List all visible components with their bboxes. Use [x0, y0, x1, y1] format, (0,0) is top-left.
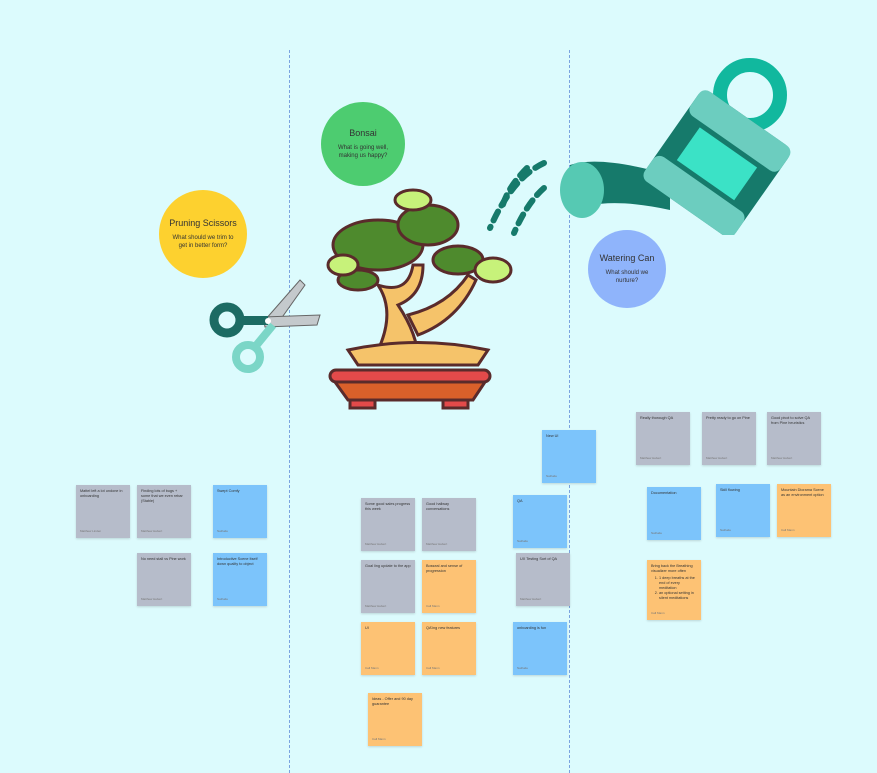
watering-title: Watering Can: [599, 253, 655, 263]
sticky-author: Matthew Hebert: [520, 597, 542, 601]
sticky-author: Nathalie: [517, 539, 529, 543]
bonsai-tree-icon[interactable]: [318, 185, 518, 413]
bonsai-title: Bonsai: [349, 128, 377, 138]
sticky-author: Nathalie: [517, 666, 529, 670]
sticky-text: New UI: [546, 434, 559, 438]
sticky-text: QA'ing new features: [426, 626, 461, 630]
sticky-author: Call Mann: [365, 666, 379, 670]
sticky-text: Documentation: [651, 491, 677, 495]
bonsai-subtitle: What is going well, making us happy?: [337, 145, 388, 159]
sticky-author: Call Mann: [426, 666, 440, 670]
water-drops-icon: [487, 160, 547, 236]
sticky-author: Matthew Hebert: [426, 542, 448, 546]
sticky-author: Matthew Hebert: [640, 456, 662, 460]
sticky-text: Swept Comfy: [217, 489, 240, 493]
sticky-text: UX Testing Sort of QA: [520, 557, 558, 561]
sticky-text: QA: [517, 499, 523, 503]
sticky-text: Pretty ready to go on Pine: [706, 416, 750, 420]
watering-can-icon[interactable]: [560, 45, 800, 235]
sticky-author: Nathalie: [651, 531, 663, 535]
sticky-author: Nathalie: [217, 529, 229, 533]
sticky-text: Ideas - Offer and 90 day guarantee: [372, 697, 413, 706]
watering-subtitle: What should we nurture?: [605, 270, 649, 284]
sticky-note[interactable]: QA Nathalie: [513, 495, 567, 548]
sticky-text: Mountain Diorama Scene as an environment…: [781, 488, 824, 497]
sticky-author: Call Mann: [651, 611, 665, 615]
sticky-text: Mattel left a lot undone in onboarding: [80, 489, 123, 498]
sticky-note[interactable]: Good pivot to solve QA from Pine heurist…: [767, 412, 821, 465]
sticky-author: Nathalie: [546, 474, 558, 478]
sticky-author: Matthew Hebert: [365, 542, 387, 546]
sticky-note[interactable]: UX Testing Sort of QA Matthew Hebert: [516, 553, 570, 606]
sticky-text: Really thorough QA: [640, 416, 674, 420]
sticky-note[interactable]: Really thorough QA Matthew Hebert: [636, 412, 690, 465]
sticky-note[interactable]: Mountain Diorama Scene as an environment…: [777, 484, 831, 537]
sticky-note[interactable]: Introductive Scene Itself down quality t…: [213, 553, 267, 606]
sticky-text: Some good sales progress this week: [365, 502, 411, 511]
sticky-author: Matthew Hebert: [141, 529, 163, 533]
pruning-scissors-circle[interactable]: Pruning Scissors What should we trim to …: [159, 190, 247, 278]
sticky-note[interactable]: Finding lots of bugs + some that we even…: [137, 485, 191, 538]
sticky-author: Matthew Hebert: [141, 597, 163, 601]
pruning-title: Pruning Scissors: [169, 218, 237, 228]
sticky-author: Nathalie: [217, 597, 229, 601]
sticky-text: Goal ling update to the app: [365, 564, 411, 568]
sticky-list-item: an optional setting in silent meditation…: [659, 591, 697, 601]
sticky-text: No need stall vs Pine work: [141, 557, 186, 561]
sticky-text: Good pivot to solve QA from Pine heurist…: [771, 416, 810, 425]
sticky-note[interactable]: Bring back the Breathing visualizer more…: [647, 560, 701, 620]
sticky-text: Finding lots of bugs + some that we even…: [141, 489, 183, 503]
sticky-author: Call Mann: [781, 528, 795, 532]
sticky-text: UI: [365, 626, 369, 630]
sticky-text: Bosseal and sense of progression: [426, 564, 463, 573]
sticky-list: 1 deep breaths at the end of every medit…: [651, 576, 697, 601]
sticky-note[interactable]: New UI Nathalie: [542, 430, 596, 483]
sticky-text: Introductive Scene Itself down quality t…: [217, 557, 258, 566]
sticky-list-item: 1 deep breaths at the end of every medit…: [659, 576, 697, 591]
sticky-author: Matthew Hebert: [771, 456, 793, 460]
sticky-author: Matthew Hebert: [706, 456, 728, 460]
sticky-text: Good hallway conversations: [426, 502, 450, 511]
watering-can-circle[interactable]: Watering Can What should we nurture?: [588, 230, 666, 308]
sticky-note[interactable]: UI Call Mann: [361, 622, 415, 675]
pruning-subtitle: What should we trim to get in better for…: [172, 235, 234, 249]
sticky-author: Call Mann: [372, 737, 386, 741]
column-divider-left: [289, 50, 290, 773]
sticky-author: Matthew Hebert: [365, 604, 387, 608]
sticky-author: Matthew Linden: [80, 529, 102, 533]
column-divider-right: [569, 50, 570, 773]
bonsai-circle[interactable]: Bonsai What is going well, making us hap…: [321, 102, 405, 186]
sticky-author: Call Mann: [426, 604, 440, 608]
sticky-text: Bring back the Breathing visualizer more…: [651, 564, 693, 573]
sticky-text: Skill flowing: [720, 488, 740, 492]
sticky-text: onboarding is fun: [517, 626, 547, 630]
sticky-author: Nathalie: [720, 528, 732, 532]
scissors-icon[interactable]: [205, 275, 325, 380]
